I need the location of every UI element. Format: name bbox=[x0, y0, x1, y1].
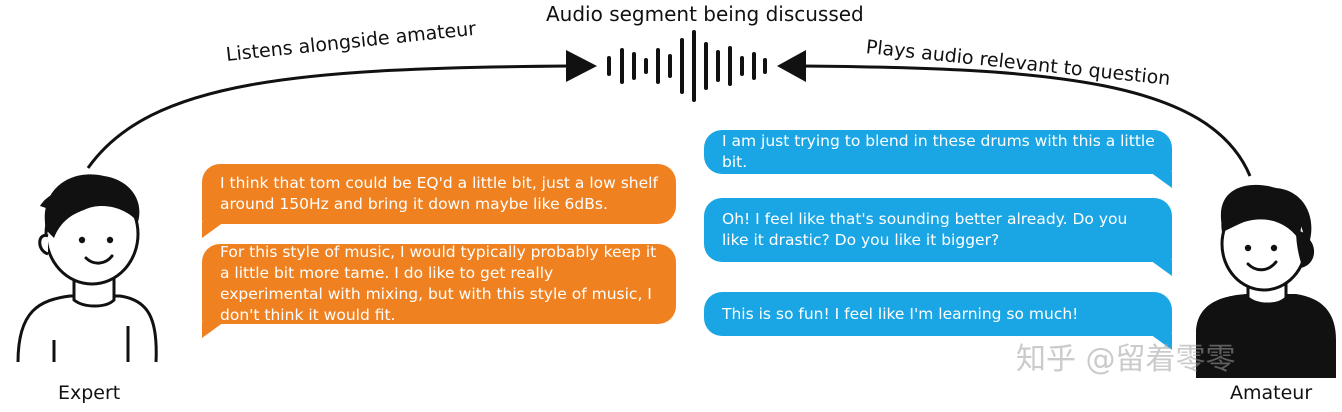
expert-message-2-text: For this style of music, I would typical… bbox=[220, 243, 657, 324]
amateur-label: Amateur bbox=[1230, 382, 1313, 404]
expert-avatar-icon bbox=[16, 174, 158, 363]
amateur-message-1-text: I am just trying to blend in these drums… bbox=[722, 132, 1155, 171]
expert-message-1-text: I think that tom could be EQ'd a little … bbox=[220, 174, 658, 213]
amateur-message-3: This is so fun! I feel like I'm learning… bbox=[704, 292, 1172, 350]
soundwave-icon bbox=[607, 30, 767, 102]
amateur-message-1: I am just trying to blend in these drums… bbox=[704, 130, 1172, 188]
expert-message-1: I think that tom could be EQ'd a little … bbox=[202, 164, 676, 238]
amateur-avatar-icon bbox=[1196, 184, 1336, 378]
expert-message-2: For this style of music, I would typical… bbox=[202, 243, 676, 338]
expert-label: Expert bbox=[58, 382, 121, 404]
right-arrow-icon bbox=[777, 50, 1252, 177]
amateur-message-2: Oh! I feel like that's sounding better a… bbox=[704, 198, 1172, 276]
amateur-message-2-text: Oh! I feel like that's sounding better a… bbox=[722, 210, 1128, 249]
diagram-title: Audio segment being discussed bbox=[546, 2, 864, 26]
amateur-message-3-text: This is so fun! I feel like I'm learning… bbox=[722, 304, 1079, 323]
left-arrow-icon bbox=[86, 50, 597, 169]
watermark: 知乎 @留着零零 bbox=[1016, 342, 1236, 377]
